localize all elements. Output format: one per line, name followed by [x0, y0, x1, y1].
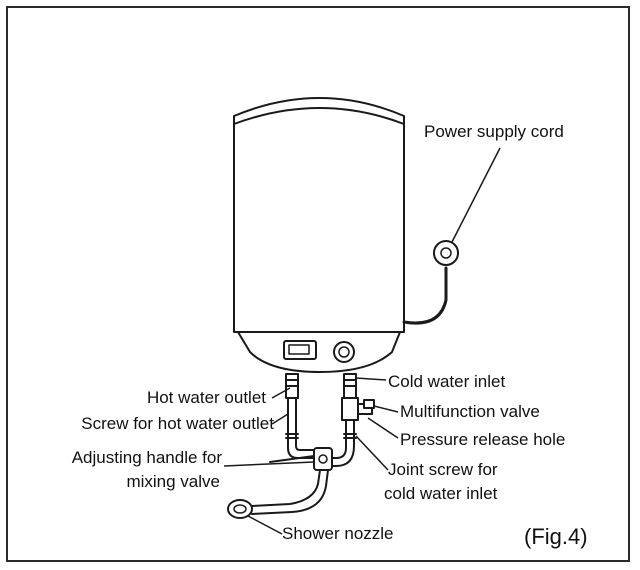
label-hot-water-outlet: Hot water outlet [146, 388, 266, 407]
leader-power-cord [451, 147, 501, 243]
label-mixing-handle-line2: mixing valve [126, 472, 220, 491]
label-pressure-release-hole: Pressure release hole [400, 430, 566, 449]
leader-multi-valve [373, 405, 399, 413]
leader-hot-screw [271, 413, 289, 425]
label-joint-screw-line1: Joint screw for [388, 460, 498, 479]
label-joint-screw-line2: cold water inlet [384, 484, 498, 503]
shower-nozzle-head [227, 499, 253, 519]
leader-mixing [223, 461, 315, 467]
power-cord [402, 266, 448, 325]
leader-cold-inlet [355, 377, 387, 381]
mixing-valve [313, 447, 333, 471]
label-cold-water-inlet: Cold water inlet [388, 372, 506, 391]
label-power-supply-cord: Power supply cord [424, 122, 564, 141]
tank-bottom-cap [237, 331, 401, 373]
label-shower-nozzle: Shower nozzle [282, 524, 394, 543]
label-mixing-handle-line1: Adjusting handle for [71, 448, 222, 467]
figure-number: (Fig.4) [524, 524, 588, 549]
tank-top-rim [233, 107, 405, 125]
control-knob [333, 341, 355, 363]
shower-hose [251, 469, 321, 507]
tank-body [233, 97, 405, 333]
mixing-valve-handle [269, 455, 315, 463]
label-screw-hot-water-outlet: Screw for hot water outlet [81, 414, 274, 433]
leader-pressure-hole [367, 417, 399, 439]
leader-shower [247, 515, 283, 535]
leader-joint-screw [355, 435, 389, 471]
power-plug [433, 240, 459, 266]
multifunction-valve [341, 397, 359, 421]
label-multifunction-valve: Multifunction valve [400, 402, 540, 421]
leader-hot-outlet [271, 387, 291, 399]
